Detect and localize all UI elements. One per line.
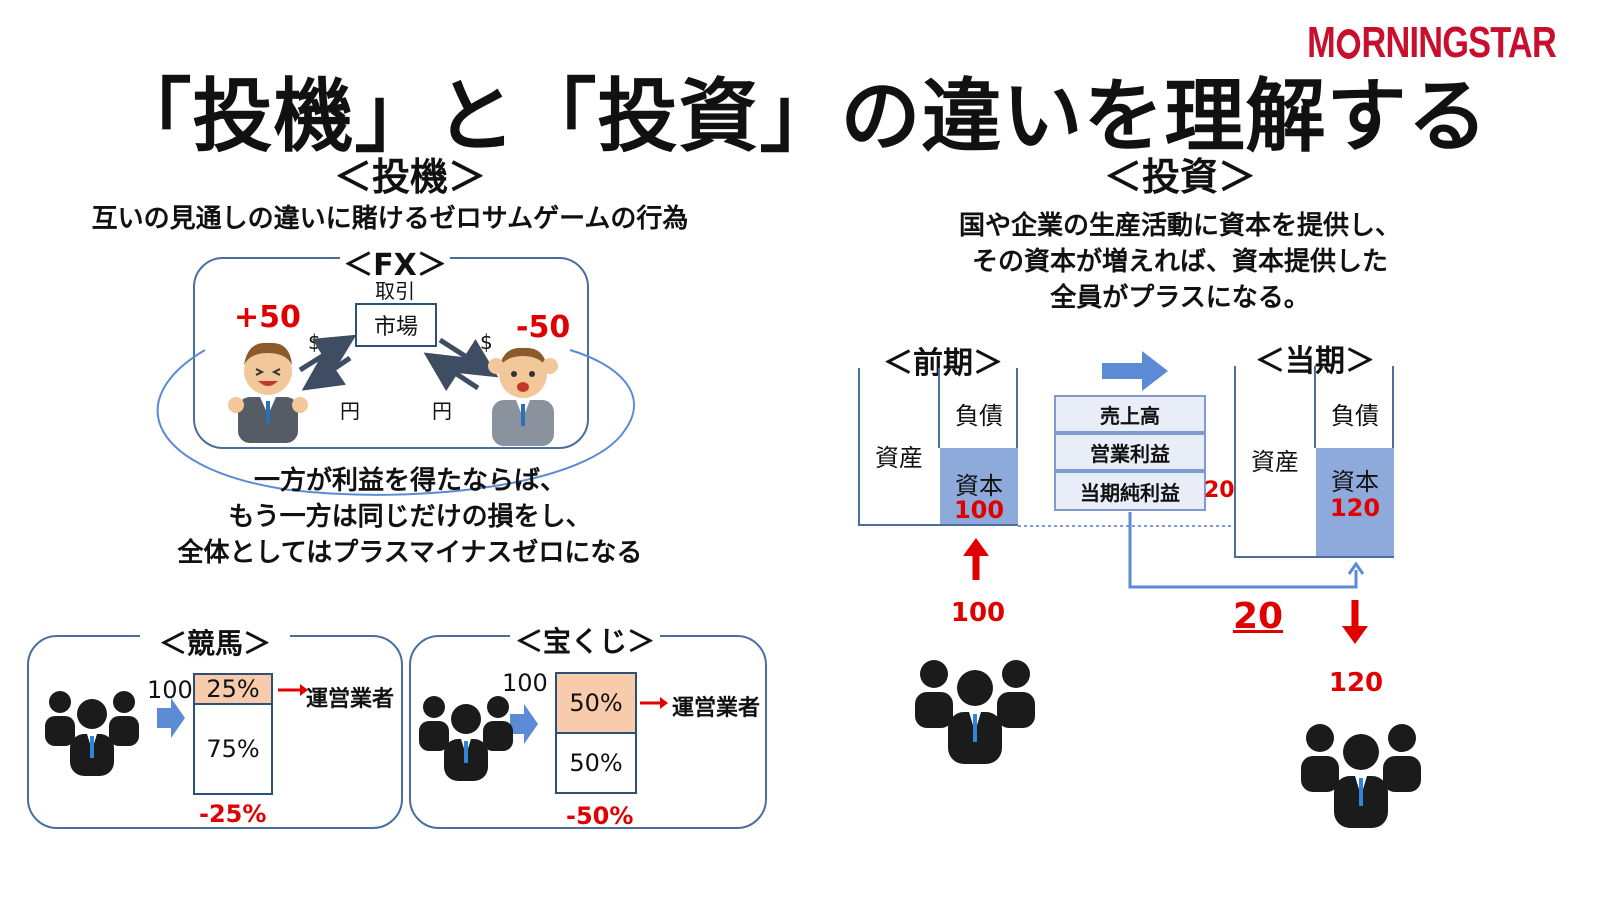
fx-label: ＜FX＞ [340,240,450,284]
horse-racing-top-cell: 25% [195,675,271,705]
previous-divider [938,368,940,448]
arrow-market-to-left [301,351,352,391]
current-divider [1314,366,1316,448]
previous-capital-block: 資本 100 [940,448,1018,524]
lottery-blue-arrow [510,704,538,744]
returned-amount: 120 [1328,668,1384,698]
sales-row: 売上高 [1054,395,1206,433]
previous-liabilities: 負債 [955,402,1003,430]
investment-description: 国や企業の生産活動に資本を提供し、 その資本が増えれば、資本提供した 全員がプラ… [958,211,1401,313]
lottery-bottom-cell: 50% [569,749,623,777]
gain-value: +50 [234,300,301,335]
current-capital-block: 資本 120 [1316,448,1394,556]
previous-assets: 資産 [875,444,923,472]
people-group-icon-horse [45,691,139,776]
people-group-icon-returned [1301,724,1421,828]
horse-racing-result: -25% [199,800,267,828]
growth-amount: 20 [1232,596,1284,637]
horse-racing-box [27,635,403,829]
lottery-operator: 運営業者 [672,696,761,721]
invested-amount: 100 [950,598,1006,628]
lottery-top-cell: 50% [557,674,635,734]
net-income-row: 当期純利益 [1054,471,1206,511]
previous-period-label: ＜前期＞ [883,346,1003,381]
loss-value: -50 [516,310,571,345]
horse-racing-operator: 運営業者 [306,687,395,712]
horse-racing-blue-arrow [157,698,185,738]
trade-label: 取引 [375,279,415,303]
investment-heading: ＜投資＞ [1103,155,1256,199]
operating-profit-row: 営業利益 [1054,433,1206,471]
market-box: 市場 [355,303,437,347]
lottery-result: -50% [566,802,634,830]
speculation-heading: ＜投機＞ [333,155,486,199]
current-capital-label: 資本 [1331,468,1379,496]
horse-racing-bar: 25% 75% [193,673,273,795]
arrow-right-to-market [423,352,480,392]
page-title: 「投機」と「投資」の違いを理解する [111,70,1489,163]
happy-trader-icon [228,342,308,443]
previous-capital-label: 資本 [955,472,1003,500]
zero-sum-ellipse [156,349,635,496]
yen-label-right: 円 [432,399,452,423]
net-income-flow-line [1128,512,1358,589]
current-capital-value: 120 [1329,494,1381,522]
lottery-bar: 50% 50% [555,672,637,794]
yen-label-left: 円 [340,399,360,423]
horse-racing-bottom-cell: 75% [206,735,260,763]
worried-trader-icon [488,347,558,446]
current-liabilities: 負債 [1331,402,1379,430]
horse-racing-input: 100 [147,676,193,704]
lottery-input: 100 [502,669,548,697]
previous-balance-sheet: 資産 負債 資本 100 [858,368,1018,526]
speculation-description: 互いの見通しの違いに賭けるゼロサムゲームの行為 [91,204,689,234]
logo-ring-icon [1336,29,1360,59]
current-assets: 資産 [1251,448,1299,476]
current-balance-sheet: 資産 負債 資本 120 [1234,366,1394,558]
period-blue-arrow [1102,351,1168,391]
lottery-label: ＜宝くじ＞ [510,620,660,660]
net-income-value: 20 [1204,478,1235,503]
previous-capital-value: 100 [953,496,1005,524]
zero-sum-conclusion: 一方が利益を得たならば、 もう一方は同じだけの損をし、 全体としてはプラスマイナ… [177,466,643,568]
people-group-icon-investors [915,660,1035,764]
people-group-icon-lottery [419,696,513,781]
horse-racing-label: ＜競馬＞ [140,622,290,662]
